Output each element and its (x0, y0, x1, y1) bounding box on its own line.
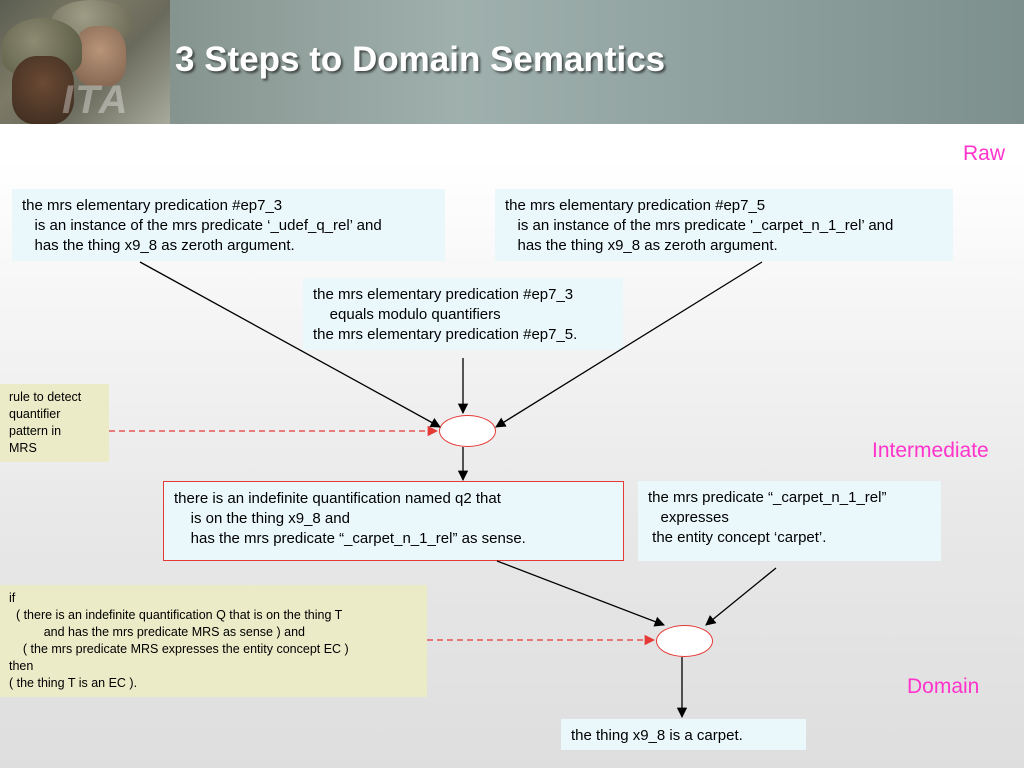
raw-equality-box: the mrs elementary predication #ep7_3 eq… (303, 278, 623, 350)
header-banner: ITA 3 Steps to Domain Semantics (0, 0, 1024, 124)
arrow-raw-left-to-node1 (139, 261, 441, 428)
inference-node-2 (656, 625, 713, 657)
domain-conclusion-box: the thing x9_8 is a carpet. (561, 719, 806, 750)
arrow-raw-right-to-node1 (495, 261, 763, 428)
soldier-face-front (12, 56, 74, 124)
arrow-intermediate-right-to-node2 (705, 567, 777, 626)
rule-domain-mapping: if ( there is an indefinite quantificati… (0, 585, 427, 697)
rule-detect-quantifier: rule to detect quantifier pattern in MRS (0, 384, 109, 462)
raw-predication-box-right: the mrs elementary predication #ep7_5 is… (495, 189, 953, 261)
inference-node-1 (439, 415, 496, 447)
level-label-intermediate: Intermediate (872, 439, 989, 462)
soldiers-photo (0, 0, 170, 124)
level-label-raw: Raw (963, 142, 1006, 165)
level-label-domain: Domain (907, 675, 980, 698)
raw-predication-box-left: the mrs elementary predication #ep7_3 is… (12, 189, 445, 261)
intermediate-quantification-box: there is an indefinite quantification na… (163, 481, 624, 561)
slide-title: 3 Steps to Domain Semantics (175, 40, 666, 79)
arrow-intermediate-left-to-node2 (496, 560, 665, 627)
ita-logo: ITA (62, 78, 130, 122)
intermediate-concept-box: the mrs predicate “_carpet_n_1_rel” expr… (638, 481, 941, 561)
soldier-face-back (74, 26, 126, 86)
